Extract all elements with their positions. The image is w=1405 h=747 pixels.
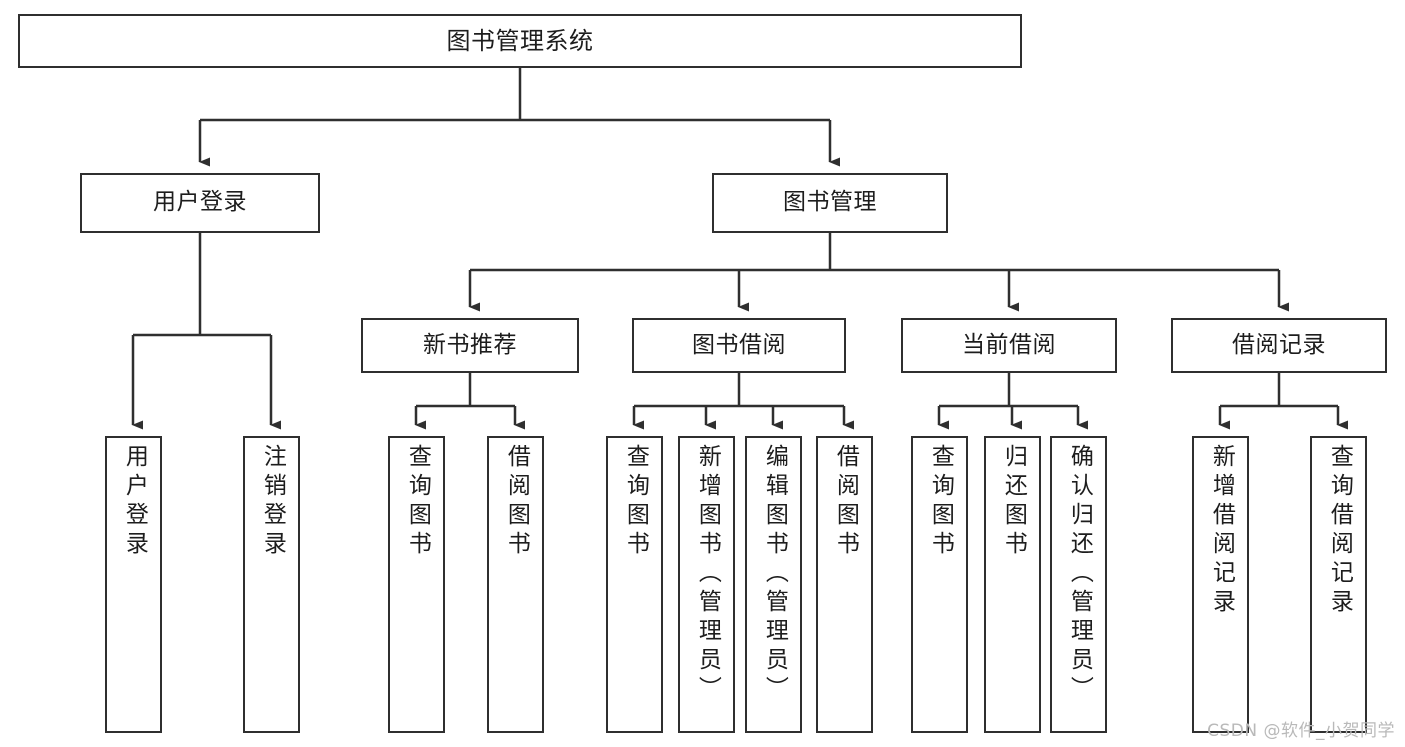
leaf-leaf-edit-book-admin[interactable]: 编辑图书（管理员） xyxy=(745,436,802,733)
node-borrow-record[interactable]: 借阅记录 xyxy=(1171,318,1387,373)
leaf-leaf-logout-login-label: 注销登录 xyxy=(259,444,286,560)
leaf-leaf-borrow-book-2[interactable]: 借阅图书 xyxy=(816,436,873,733)
leaf-leaf-logout-login[interactable]: 注销登录 xyxy=(243,436,300,733)
node-current-borrow-label: 当前借阅 xyxy=(962,331,1056,358)
node-book-borrow-label: 图书借阅 xyxy=(692,331,786,358)
leaf-leaf-borrow-book-1[interactable]: 借阅图书 xyxy=(487,436,544,733)
watermark: CSDN @软件_小贺同学 xyxy=(1207,721,1395,741)
node-root-label: 图书管理系统 xyxy=(446,26,594,55)
node-root[interactable]: 图书管理系统 xyxy=(18,14,1022,68)
node-book-management[interactable]: 图书管理 xyxy=(712,173,948,233)
leaf-leaf-query-book-2-label: 查询图书 xyxy=(622,444,649,560)
leaf-leaf-add-book-admin-label: 新增图书（管理员） xyxy=(694,444,721,705)
node-new-book-recommend[interactable]: 新书推荐 xyxy=(361,318,579,373)
node-user-login[interactable]: 用户登录 xyxy=(80,173,320,233)
leaf-leaf-confirm-return-admin-label: 确认归还（管理员） xyxy=(1066,444,1093,705)
node-current-borrow[interactable]: 当前借阅 xyxy=(901,318,1117,373)
leaf-leaf-query-book-3-label: 查询图书 xyxy=(927,444,954,560)
leaf-leaf-query-book-1[interactable]: 查询图书 xyxy=(388,436,445,733)
node-borrow-record-label: 借阅记录 xyxy=(1232,331,1326,358)
leaf-leaf-query-book-2[interactable]: 查询图书 xyxy=(606,436,663,733)
leaf-leaf-confirm-return-admin[interactable]: 确认归还（管理员） xyxy=(1050,436,1107,733)
leaf-leaf-borrow-book-1-label: 借阅图书 xyxy=(503,444,530,560)
leaf-leaf-return-book[interactable]: 归还图书 xyxy=(984,436,1041,733)
node-user-login-label: 用户登录 xyxy=(153,189,247,216)
leaf-leaf-borrow-book-2-label: 借阅图书 xyxy=(832,444,859,560)
leaf-leaf-edit-book-admin-label: 编辑图书（管理员） xyxy=(761,444,788,705)
node-new-book-recommend-label: 新书推荐 xyxy=(423,331,517,358)
leaf-leaf-add-book-admin[interactable]: 新增图书（管理员） xyxy=(678,436,735,733)
node-book-management-label: 图书管理 xyxy=(783,189,877,216)
leaf-leaf-query-borrow-record[interactable]: 查询借阅记录 xyxy=(1310,436,1367,733)
leaf-leaf-user-login-label: 用户登录 xyxy=(121,444,148,560)
leaf-leaf-query-book-1-label: 查询图书 xyxy=(404,444,431,560)
leaf-leaf-user-login[interactable]: 用户登录 xyxy=(105,436,162,733)
leaf-leaf-return-book-label: 归还图书 xyxy=(1000,444,1027,560)
node-book-borrow[interactable]: 图书借阅 xyxy=(632,318,846,373)
leaf-leaf-add-borrow-record[interactable]: 新增借阅记录 xyxy=(1192,436,1249,733)
leaf-leaf-query-book-3[interactable]: 查询图书 xyxy=(911,436,968,733)
leaf-leaf-query-borrow-record-label: 查询借阅记录 xyxy=(1326,444,1353,618)
leaf-leaf-add-borrow-record-label: 新增借阅记录 xyxy=(1208,444,1235,618)
